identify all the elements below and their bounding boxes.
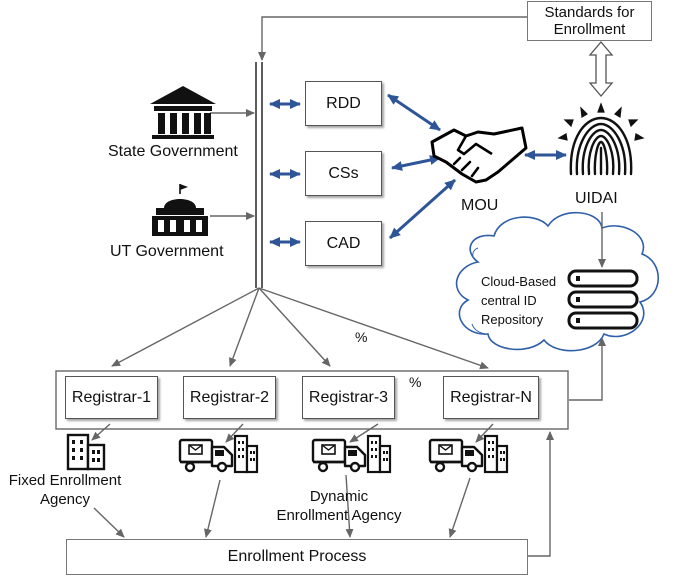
percent-mark-lower: % <box>409 374 422 390</box>
office-building-icon <box>233 434 259 474</box>
process-feedback-line <box>528 431 554 557</box>
fixed-agency-line-2: Agency <box>39 490 91 508</box>
bus-agency-arrows <box>269 99 301 247</box>
css-box: CSs <box>305 151 382 196</box>
registrar-2-box: Registrar-2 <box>183 376 276 419</box>
agency-mou-arrows <box>387 93 567 240</box>
rdd-box: RDD <box>305 81 382 126</box>
registrar-n-box: Registrar-N <box>443 376 539 419</box>
percent-mark-upper: % <box>355 329 368 345</box>
dynamic-agency-label: Dynamic Enrollment Agency <box>261 488 417 526</box>
repository-line-2: central ID <box>481 292 537 308</box>
truck-building-icon-2 <box>311 434 392 474</box>
truck-building-icon-3 <box>428 434 509 474</box>
ut-government-label: UT Government <box>110 243 224 260</box>
standards-feedback-line <box>258 16 527 61</box>
truck-building-icon-1 <box>178 434 259 474</box>
bus-registrar-arrows <box>111 287 489 370</box>
van-icon <box>428 438 484 473</box>
state-government-label: State Government <box>108 143 238 160</box>
cad-box: CAD <box>305 221 382 266</box>
repository-line-1: Cloud-Based <box>481 274 557 289</box>
agency-process-arrows <box>93 474 471 538</box>
repository-line-3: Repository <box>481 311 544 327</box>
handshake-icon <box>430 126 528 184</box>
van-icon <box>311 438 367 473</box>
registrar-agency-arrows <box>91 423 494 443</box>
repository-label: Cloud-Based central ID Repository <box>481 273 556 330</box>
standards-line-1: Standards for <box>544 3 635 21</box>
registrar-group-frame <box>55 370 569 430</box>
central-bus <box>255 62 263 288</box>
registrar-repository-line <box>569 337 606 401</box>
standards-box: Standards for Enrollment <box>527 1 652 41</box>
registrar-3-box: Registrar-3 <box>302 376 395 419</box>
fixed-agency-line-1: Fixed Enrollment <box>8 472 122 489</box>
office-building-icon <box>483 434 509 474</box>
uidai-fingerprint-icon <box>557 102 645 176</box>
uidai-label: UIDAI <box>575 190 618 207</box>
dynamic-agency-line-2: Enrollment Agency <box>276 506 402 524</box>
standards-uidai-arrow <box>588 40 614 98</box>
van-icon <box>178 438 234 473</box>
office-building-icon <box>366 434 392 474</box>
fixed-agency-label: Fixed Enrollment Agency <box>0 472 130 510</box>
dynamic-agency-icons <box>178 434 509 474</box>
database-server-icon <box>567 269 639 330</box>
enrollment-process-box: Enrollment Process <box>66 539 528 575</box>
standards-line-2: Enrollment <box>553 21 626 38</box>
registrar-1-box: Registrar-1 <box>65 376 158 419</box>
government-connectors <box>210 109 255 220</box>
mou-label: MOU <box>461 197 499 214</box>
ut-government-building-icon <box>152 184 208 236</box>
fixed-agency-building-icon <box>66 433 106 471</box>
state-government-building-icon <box>150 86 216 139</box>
dynamic-agency-line-1: Dynamic <box>309 488 369 505</box>
